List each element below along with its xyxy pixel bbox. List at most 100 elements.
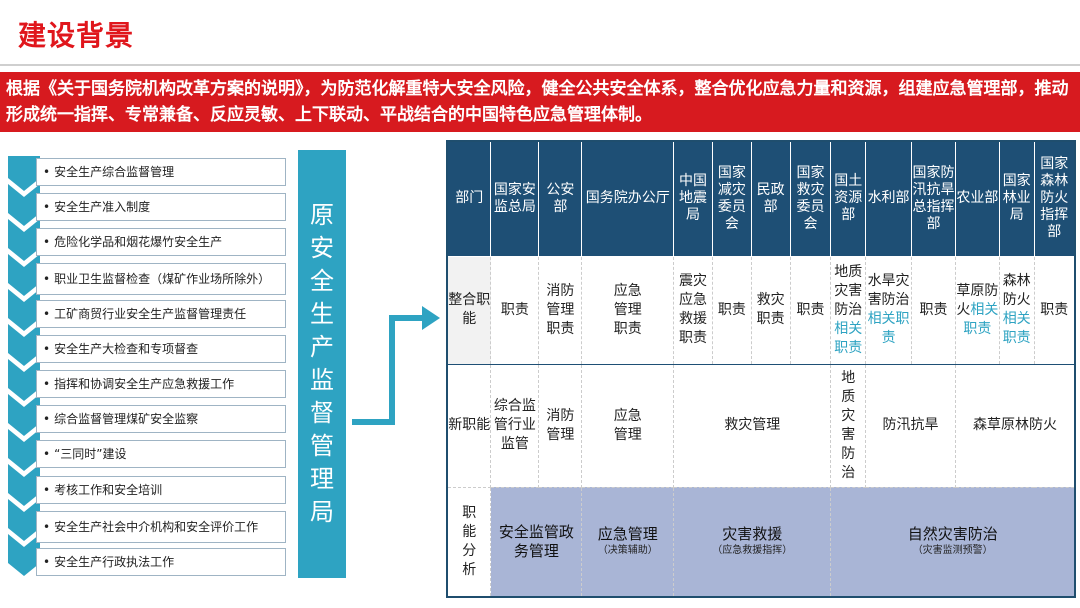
table-header-row: 部门 国家安监总局 公安部 国务院办公厅 中国地震局 国家减灾委员会 民政部 国… xyxy=(446,140,1076,257)
analysis-main: 自然灾害防治 xyxy=(907,525,998,544)
table-row: 新职能 综合监管行业监管 消防管理 应急管理 救灾管理 地质灾害防治 防汛抗旱 … xyxy=(446,363,1076,488)
title-divider xyxy=(0,64,1080,66)
duty-label: 安全生产准入制度 xyxy=(54,200,151,214)
analysis-cell: 安全监管政务管理 xyxy=(490,486,583,598)
bullet-icon: • xyxy=(43,412,51,426)
agency-char: 局 xyxy=(310,498,334,526)
bullet-icon: • xyxy=(43,520,51,534)
table-cell: 救灾管理 xyxy=(673,363,832,488)
analysis-cell: 应急管理（决策辅助） xyxy=(581,486,675,598)
agency-char: 生 xyxy=(310,300,334,328)
agency-char: 管 xyxy=(310,432,334,460)
table-cell: 救灾职责 xyxy=(750,255,791,365)
bullet-icon: • xyxy=(43,235,51,249)
duty-label: 安全生产社会中介机构和安全评价工作 xyxy=(54,520,259,534)
table-cell: 消防管理职责 xyxy=(538,255,583,365)
analysis-sub: （灾害监测预警） xyxy=(912,545,993,557)
duty-item: •“三同时”建设 xyxy=(36,440,286,468)
duty-label: 安全生产综合监督管理 xyxy=(54,165,175,179)
bullet-icon: • xyxy=(43,200,51,214)
agency-char: 原 xyxy=(310,201,334,229)
table-cell: 草原防火相关职责 xyxy=(954,255,1000,365)
duty-label: 安全生产行政执法工作 xyxy=(54,555,175,569)
table-cell: 职责 xyxy=(490,255,540,365)
table-cell: 地质灾害防治 xyxy=(830,363,867,488)
chevron-column xyxy=(8,156,40,576)
header-cell: 国家安监总局 xyxy=(490,140,540,257)
page-title: 建设背景 xyxy=(18,19,135,52)
row-label: 职能分析 xyxy=(446,486,492,598)
agency-char: 全 xyxy=(310,267,334,295)
duty-label: “三同时”建设 xyxy=(54,447,127,461)
duty-label: 综合监督管理煤矿安全监察 xyxy=(54,412,199,426)
header-cell: 国家减灾委员会 xyxy=(711,140,752,257)
duty-label: 危险化学品和烟花爆竹安全生产 xyxy=(54,235,223,249)
duty-item: •安全生产准入制度 xyxy=(36,193,286,221)
bullet-icon: • xyxy=(43,447,51,461)
cell-text: 应急管理职责 xyxy=(613,282,642,337)
agency-char: 安 xyxy=(310,234,334,262)
duty-item: •综合监督管理煤矿安全监察 xyxy=(36,405,286,433)
bullet-icon: • xyxy=(43,165,51,179)
duty-item: •工矿商贸行业安全生产监督管理责任 xyxy=(36,300,286,328)
table-cell: 应急管理 xyxy=(581,363,675,488)
header-cell: 水利部 xyxy=(865,140,913,257)
analysis-main: 灾害救援 xyxy=(722,525,783,544)
header-cell: 农业部 xyxy=(954,140,1000,257)
function-table: 部门 国家安监总局 公安部 国务院办公厅 中国地震局 国家减灾委员会 民政部 国… xyxy=(446,140,1076,598)
table-cell: 综合监管行业监管 xyxy=(490,363,540,488)
duty-label: 工矿商贸行业安全生产监督管理责任 xyxy=(54,307,247,321)
table-cell: 地质灾害防治相关职责 xyxy=(830,255,867,365)
header-cell: 民政部 xyxy=(750,140,791,257)
duty-item: •安全生产大检查和专项督查 xyxy=(36,335,286,363)
cell-text: 应急管理 xyxy=(613,407,642,443)
duty-item: •安全生产行政执法工作 xyxy=(36,548,286,576)
row-label: 新职能 xyxy=(446,363,492,488)
duty-item: •安全生产社会中介机构和安全评价工作 xyxy=(36,511,286,543)
header-cell: 国务院办公厅 xyxy=(581,140,675,257)
duty-item: •考核工作和安全培训 xyxy=(36,476,286,504)
duty-label: 安全生产大检查和专项督查 xyxy=(54,342,199,356)
bullet-icon: • xyxy=(43,377,51,391)
table-cell: 职责 xyxy=(1033,255,1076,365)
duty-item: •职业卫生监督检查（煤矿作业场所除外） xyxy=(36,263,286,295)
bullet-icon: • xyxy=(43,555,51,569)
table-cell: 职责 xyxy=(711,255,752,365)
intro-banner: 根据《关于国务院机构改革方案的说明》，为防范化解重特大安全风险，健全公共安全体系… xyxy=(0,72,1080,132)
cell-text-highlight: 相关职责 xyxy=(1002,311,1031,346)
analysis-sub: （决策辅助） xyxy=(597,545,658,557)
cell-text: 水旱灾害防治 xyxy=(867,273,910,308)
duty-label: 指挥和协调安全生产应急救援工作 xyxy=(54,377,235,391)
flow-arrow-icon xyxy=(352,306,440,425)
header-cell: 国家森林防火指挥部 xyxy=(1033,140,1076,257)
table-row: 整合职能 职责 消防管理职责 应急管理职责 震灾应急救援职责 职责 救灾职责 职… xyxy=(446,255,1076,365)
cell-text: 地质灾害防治 xyxy=(834,263,863,318)
analysis-cell: 自然灾害防治（灾害监测预警） xyxy=(830,486,1076,598)
header-cell: 国家救灾委员会 xyxy=(789,140,832,257)
header-cell: 中国地震局 xyxy=(673,140,713,257)
cell-text: 地质灾害防治 xyxy=(841,369,856,481)
analysis-main: 应急管理 xyxy=(597,525,658,544)
analysis-main: 安全监管政务管理 xyxy=(498,522,574,560)
table-row: 职能分析 安全监管政务管理 应急管理（决策辅助） 灾害救援（应急救援指挥） 自然… xyxy=(446,486,1076,598)
agency-char: 监 xyxy=(310,366,334,394)
bullet-icon: • xyxy=(43,342,51,356)
bullet-icon: • xyxy=(43,483,51,497)
cell-text: 草原防火 xyxy=(956,282,999,318)
cell-text-highlight: 相关职责 xyxy=(867,311,910,346)
table-cell: 水旱灾害防治相关职责 xyxy=(865,255,913,365)
table-cell: 防汛抗旱 xyxy=(865,363,956,488)
agency-char: 督 xyxy=(310,399,334,427)
table-cell: 震灾应急救援职责 xyxy=(673,255,713,365)
table-cell: 职责 xyxy=(911,255,956,365)
table-cell: 森林防火相关职责 xyxy=(998,255,1035,365)
bullet-icon: • xyxy=(43,272,51,286)
analysis-cell: 灾害救援（应急救援指挥） xyxy=(673,486,832,598)
duty-item: •危险化学品和烟花爆竹安全生产 xyxy=(36,228,286,256)
analysis-sub: （应急救援指挥） xyxy=(712,545,793,557)
table-cell: 职责 xyxy=(789,255,832,365)
header-cell: 国家林业局 xyxy=(998,140,1035,257)
header-cell: 国家防汛抗旱总指挥部 xyxy=(911,140,956,257)
table-cell: 消防管理 xyxy=(538,363,583,488)
cell-text-highlight: 相关职责 xyxy=(834,320,863,356)
